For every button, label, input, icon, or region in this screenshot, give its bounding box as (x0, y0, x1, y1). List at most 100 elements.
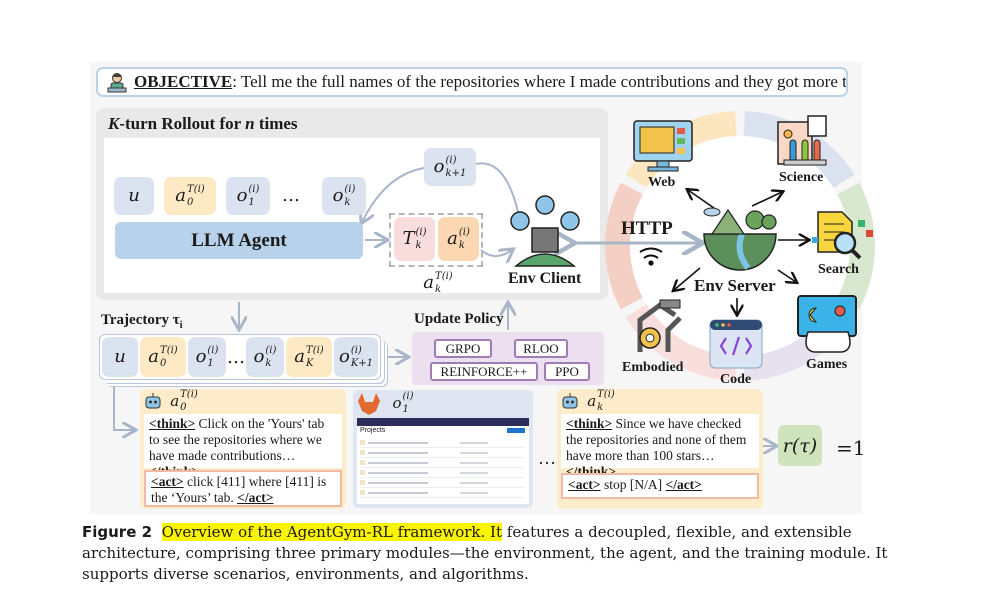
traj-token-oK-plus-1: o(i)K+1 (334, 337, 378, 377)
math-token: o(i)k (332, 183, 356, 208)
traj-token-ok: o(i)k (246, 337, 284, 377)
reward-box: r(τ) (778, 425, 822, 466)
token-ok: o(i)k (322, 177, 366, 215)
arrow-to-science (751, 192, 782, 207)
observation-token: o(i)1 (383, 390, 423, 416)
arrow-to-web (688, 190, 715, 209)
gitlab-page: Projects (357, 426, 529, 504)
rollout-title: K-turn Rollout for n times (108, 114, 298, 133)
math-token: o(i)K+1 (338, 344, 374, 369)
gitlab-page-title: Projects (360, 427, 386, 434)
update-policy-box: GRPO RLOO REINFORCE++ PPO (412, 332, 604, 385)
env-client-icon (510, 195, 580, 267)
example-first-act: <act> click [411] where [411] is the ‘Yo… (144, 470, 342, 507)
new-project-button (507, 428, 525, 433)
category-embodied: Embodied (622, 360, 684, 375)
feedback-arc-left (362, 167, 425, 222)
arrow-to-embodied (674, 267, 701, 290)
repo-row (360, 460, 524, 468)
category-science: Science (779, 170, 824, 185)
category-search: Search (818, 262, 859, 277)
token-ellipsis: … (282, 185, 300, 206)
gitlab-icon (358, 393, 380, 415)
feedback-arc-right (475, 162, 519, 213)
web-icon (633, 120, 693, 172)
repo-row (360, 480, 524, 488)
arrow-to-games (777, 269, 796, 282)
caption-highlight: Overview of the AgentGym-RL framework. I… (161, 523, 503, 541)
category-code: Code (720, 372, 752, 387)
env-server-label: Env Server (694, 276, 776, 295)
token-ok-plus-1: o(i)k+1 (424, 148, 476, 186)
code-icon (709, 319, 763, 369)
update-policy-title: Update Policy (414, 311, 504, 327)
token-think-k: T(i)k (394, 217, 435, 261)
algo-ppo: PPO (544, 362, 590, 381)
math-token: o(i)1 (236, 183, 260, 208)
repo-row (360, 450, 524, 458)
examples-ellipsis: … (538, 448, 556, 468)
science-icon (777, 115, 827, 166)
repo-row (360, 470, 524, 478)
category-web: Web (648, 175, 676, 190)
robot-icon (562, 393, 578, 409)
trajectory-to-examples-arrow (113, 387, 134, 430)
repo-row (360, 490, 524, 498)
example-last-act: <act> stop [N/A] </act> (561, 473, 759, 499)
robot-icon (145, 393, 161, 409)
math-token: o(i)k+1 (433, 154, 467, 179)
env-server-icon (703, 207, 777, 271)
objective-text: : Tell me the full names of the reposito… (232, 72, 847, 91)
search-icon (812, 211, 873, 260)
gitlab-navbar (357, 418, 529, 426)
math-token: a(i)k (447, 226, 470, 251)
ring-segment-search (837, 182, 875, 310)
action-to-client-arrow (480, 250, 512, 256)
traj-token-u: u (102, 337, 138, 377)
figure-caption: Figure 2 Overview of the AgentGym-RL fra… (82, 522, 902, 585)
caption-text: features a decoupled, flexible, and exte… (82, 523, 888, 583)
math-token: T(i)k (402, 226, 427, 251)
math-token: o(i)k (253, 344, 277, 369)
category-games: Games (806, 357, 848, 372)
wifi-icon (639, 247, 663, 266)
llm-agent-box: LLM Agent (115, 222, 363, 259)
action-group-box (389, 213, 483, 267)
objective-label: OBJECTIVE (134, 72, 233, 91)
example-first-think: <think> Click on the 'Yours' tab to see … (144, 414, 342, 479)
user-at-laptop-icon (107, 73, 127, 93)
reward-value: =1 (836, 436, 866, 460)
math-token: o(i)1 (195, 344, 219, 369)
env-client-label: Env Client (508, 270, 582, 287)
algo-reinforce-pp: REINFORCE++ (430, 362, 538, 381)
objective-bar: OBJECTIVE : Tell me the full names of th… (96, 67, 848, 97)
algo-grpo: GRPO (434, 339, 492, 358)
math-token: u (114, 346, 126, 367)
games-icon (797, 295, 857, 353)
trajectory-title: Trajectory τi (101, 312, 183, 331)
algo-rloo: RLOO (514, 339, 568, 358)
token-action-k: a(i)k (438, 217, 479, 261)
traj-token-o1: o(i)1 (188, 337, 226, 377)
token-o1: o(i)1 (226, 177, 270, 215)
observation-screenshot: o(i)1 Projects (353, 390, 533, 508)
figure-label: Figure 2 (82, 523, 153, 541)
ring-segment-code (625, 304, 737, 381)
example-last-think: <think> Since we have checked the reposi… (561, 414, 759, 479)
code-brackets (719, 336, 753, 356)
robot-arm-icon (637, 299, 682, 352)
traj-token-ellipsis: … (227, 347, 245, 368)
